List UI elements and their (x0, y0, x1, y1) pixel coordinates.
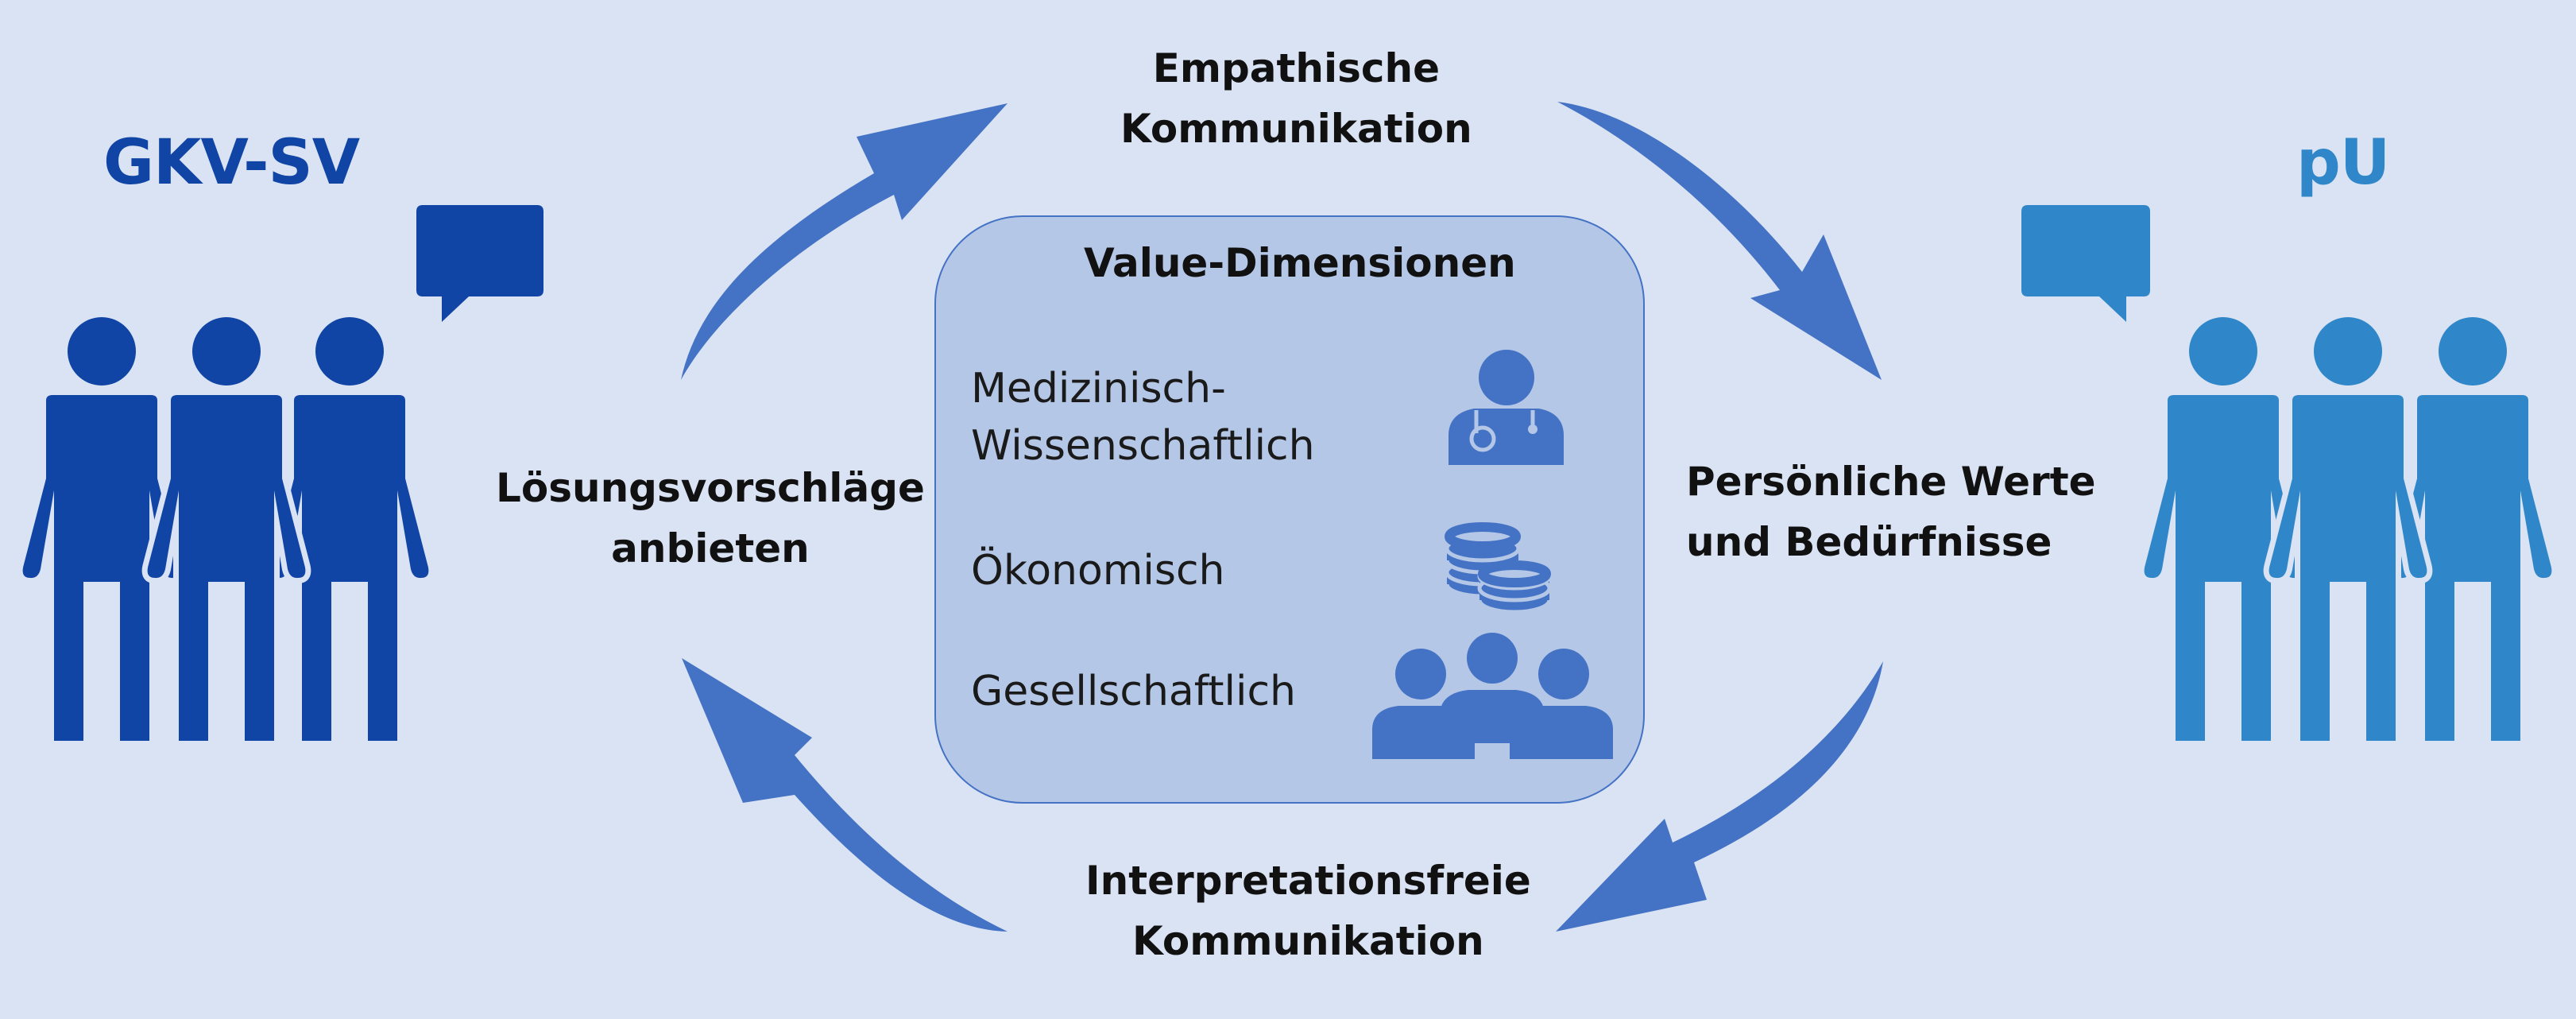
arrow-right-to-bottom (1556, 661, 1883, 932)
arrow-left-to-top (681, 103, 1008, 380)
right-speech-bubble-icon (2021, 205, 2150, 322)
dimension-medical-line2: Wissenschaftlich (971, 422, 1315, 470)
step-label-right: Persönliche Werte und Bedürfnisse (1686, 451, 2096, 572)
coins-icon (1445, 522, 1552, 614)
dimension-social: Gesellschaftlich (971, 668, 1296, 715)
left-people-icon (23, 317, 429, 741)
dimension-economic: Ökonomisch (971, 547, 1225, 595)
left-speech-bubble-icon (416, 205, 543, 322)
party-label-right: pU (2296, 127, 2390, 199)
step-top-line2: Kommunikation (1120, 106, 1472, 152)
party-label-left: GKV-SV (103, 127, 360, 199)
step-right-line2: und Bedürfnisse (1686, 519, 2052, 565)
step-left-line2: anbieten (611, 525, 810, 571)
step-right-line1: Persönliche Werte (1686, 459, 2096, 505)
step-top-line1: Empathische (1152, 45, 1441, 91)
right-people-icon (2145, 317, 2552, 741)
cycle-arrows (681, 102, 1883, 932)
step-bottom-line2: Kommunikation (1132, 918, 1484, 964)
step-bottom-line1: Interpretationsfreie (1085, 858, 1531, 904)
arrow-bottom-to-left (682, 658, 1008, 932)
value-dimensions-box (934, 215, 1645, 804)
arrow-top-to-right (1557, 102, 1882, 380)
doctor-icon (1449, 350, 1564, 465)
group-icon (1372, 633, 1613, 759)
step-label-left: Lösungsvorschläge anbieten (496, 458, 925, 579)
value-box-title: Value-Dimensionen (1084, 240, 1516, 286)
step-label-bottom: Interpretationsfreie Kommunikation (1085, 850, 1531, 971)
dimension-medical-line1: Medizinisch- (971, 365, 1226, 413)
dimension-medical: Medizinisch- Wissenschaftlich (971, 360, 1315, 475)
step-left-line1: Lösungsvorschläge (496, 465, 925, 511)
step-label-top: Empathische Kommunikation (1120, 38, 1472, 159)
